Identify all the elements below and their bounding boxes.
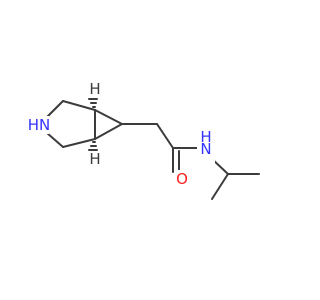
- stereo-h-top-text: H: [89, 80, 100, 98]
- hashed-bond-top: [88, 98, 98, 108]
- bond-n-ch2-top: [46, 100, 64, 118]
- carbonyl-oxygen-label: O: [174, 170, 190, 188]
- bond-ch2-carbonyl: [156, 123, 174, 149]
- bond-c5-c6: [94, 123, 123, 140]
- bond-n-ch2-bottom: [46, 132, 64, 148]
- bond-ch2-top-c1: [62, 100, 96, 111]
- ring-nh-text: HN: [28, 116, 51, 134]
- hashed-bond-bottom: [88, 141, 98, 151]
- amide-n-text: N: [200, 140, 211, 158]
- amide-nitrogen-label: N H: [197, 128, 215, 169]
- stereo-h-top-label: H: [89, 80, 100, 98]
- ring-nitrogen-label: HN: [27, 116, 50, 134]
- carbonyl-o-text: O: [176, 170, 188, 188]
- molecule-structure-diagram: HN H H N H O: [27, 80, 260, 200]
- stereo-h-bottom-label: H: [89, 150, 100, 168]
- stereo-h-bottom-text: H: [89, 150, 100, 168]
- amide-h-text: H: [200, 128, 211, 146]
- bond-c1-c6: [94, 109, 123, 125]
- bond-isopropyl-methyl-down: [211, 173, 229, 200]
- bond-ch2-bottom-c5: [62, 138, 96, 148]
